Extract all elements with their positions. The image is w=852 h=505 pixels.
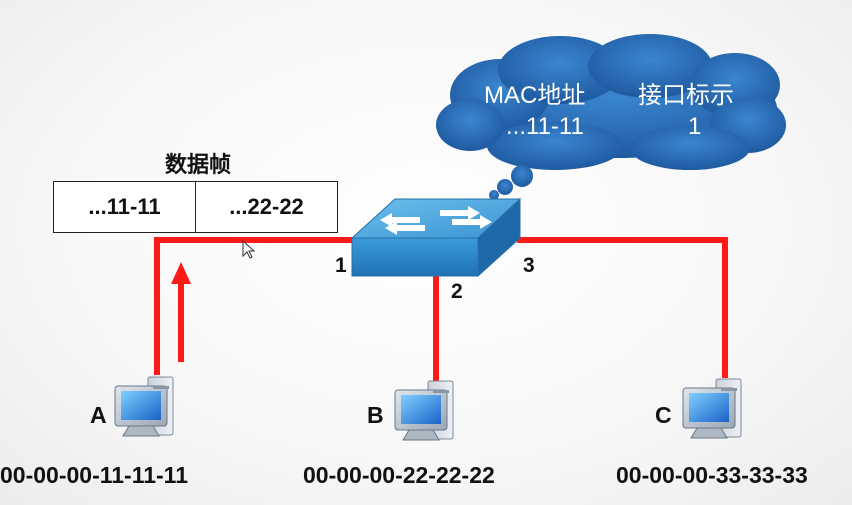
host-b-label: B	[367, 402, 384, 428]
switch-device	[350, 197, 522, 278]
switch-arrows-icon	[380, 206, 492, 235]
link-lines	[154, 237, 728, 381]
host-c-mac: 00-00-00-33-33-33	[616, 462, 808, 488]
cloud-mac-header: MAC地址	[484, 82, 586, 109]
computer-a-icon	[114, 376, 174, 437]
host-c-label: C	[655, 402, 672, 428]
link-host-c	[517, 237, 728, 378]
link-host-a	[154, 237, 355, 375]
computer-c-icon	[682, 378, 742, 439]
host-b-mac: 00-00-00-22-22-22	[303, 462, 495, 488]
data-frame-box: ...11-11 ...22-22	[53, 181, 338, 233]
frame-title: 数据帧	[165, 152, 232, 177]
port-label-3: 3	[523, 254, 535, 277]
frame-src-mac: ...22-22	[195, 182, 337, 232]
cloud-mac-value: ...11-11	[506, 113, 584, 140]
frame-dest-mac: ...11-11	[88, 194, 161, 219]
computer-b-icon	[394, 380, 454, 441]
host-a-mac: 00-00-00-11-11-11	[0, 462, 188, 488]
mouse-cursor-icon	[242, 239, 256, 259]
host-a-label: A	[90, 402, 107, 428]
port-label-1: 1	[335, 254, 347, 277]
up-arrow-icon	[171, 262, 191, 362]
cloud-shape	[436, 34, 786, 200]
port-label-2: 2	[451, 280, 463, 303]
cloud-port-header: 接口标示	[638, 82, 734, 109]
cloud-port-value: 1	[688, 113, 702, 140]
